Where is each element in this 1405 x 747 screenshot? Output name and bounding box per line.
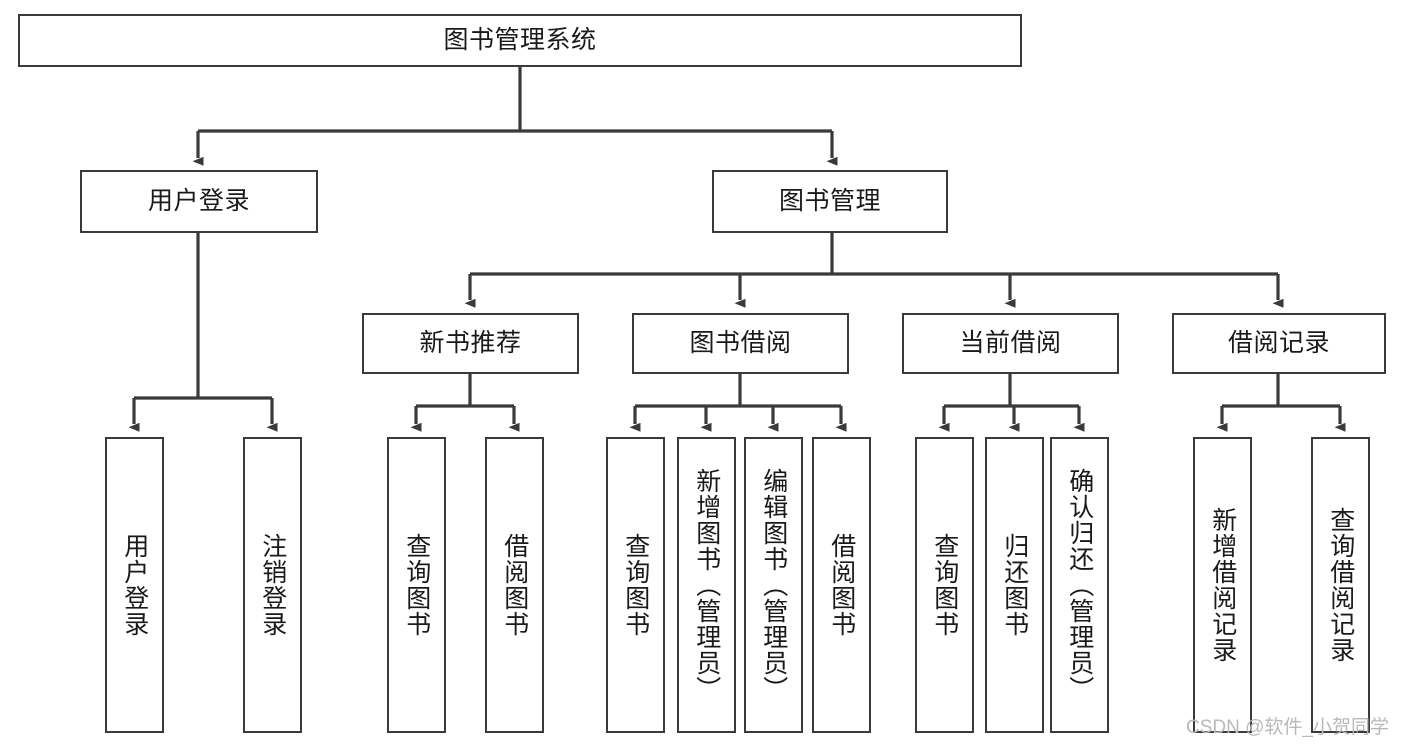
node-leaf-borrow-book[interactable]: 借阅图书 [812, 437, 871, 733]
node-leaf-user-logout[interactable]: 注销登录 [243, 437, 302, 733]
node-label: 归还图书 [1000, 533, 1029, 637]
node-label: 查询图书 [930, 533, 959, 637]
node-label: 查询图书 [402, 533, 431, 637]
node-label: 借阅图书 [827, 533, 856, 637]
node-current-borrow[interactable]: 当前借阅 [902, 313, 1119, 374]
node-borrow-record[interactable]: 借阅记录 [1172, 313, 1386, 374]
node-label: 新书推荐 [419, 329, 522, 358]
node-label: 用户登录 [120, 533, 149, 637]
node-book-management[interactable]: 图书管理 [712, 170, 948, 233]
node-label: 图书管理系统 [443, 26, 597, 55]
node-leaf-query-book-borrow[interactable]: 查询图书 [606, 437, 665, 733]
node-label: 确认归还（管理员） [1065, 468, 1094, 702]
node-user-login[interactable]: 用户登录 [80, 170, 318, 233]
node-label: 编辑图书（管理员） [759, 468, 788, 702]
node-leaf-edit-book[interactable]: 编辑图书（管理员） [744, 437, 803, 733]
node-leaf-add-borrow-record[interactable]: 新增借阅记录 [1193, 437, 1252, 733]
node-leaf-add-book[interactable]: 新增图书（管理员） [677, 437, 736, 733]
node-label: 图书借阅 [689, 329, 792, 358]
node-label: 借阅图书 [500, 533, 529, 637]
node-root-book-management-system[interactable]: 图书管理系统 [18, 14, 1022, 67]
node-leaf-confirm-return[interactable]: 确认归还（管理员） [1050, 437, 1109, 733]
node-leaf-user-login[interactable]: 用户登录 [105, 437, 164, 733]
node-book-borrow[interactable]: 图书借阅 [632, 313, 849, 374]
node-label: 注销登录 [258, 533, 287, 637]
node-leaf-borrow-book-recommend[interactable]: 借阅图书 [485, 437, 544, 733]
node-label: 图书管理 [778, 187, 881, 216]
node-leaf-return-book[interactable]: 归还图书 [985, 437, 1044, 733]
node-leaf-query-book-current[interactable]: 查询图书 [915, 437, 974, 733]
node-label: 借阅记录 [1227, 329, 1330, 358]
watermark-csdn: CSDN @软件_小贺同学 [1186, 717, 1389, 738]
node-leaf-query-book-recommend[interactable]: 查询图书 [387, 437, 446, 733]
node-label: 新增图书（管理员） [692, 468, 721, 702]
node-label: 查询图书 [621, 533, 650, 637]
node-label: 当前借阅 [959, 329, 1062, 358]
node-label: 用户登录 [147, 187, 250, 216]
node-new-book-recommend[interactable]: 新书推荐 [362, 313, 579, 374]
node-leaf-query-borrow-record[interactable]: 查询借阅记录 [1311, 437, 1370, 733]
node-label: 新增借阅记录 [1208, 507, 1237, 663]
node-label: 查询借阅记录 [1326, 507, 1355, 663]
